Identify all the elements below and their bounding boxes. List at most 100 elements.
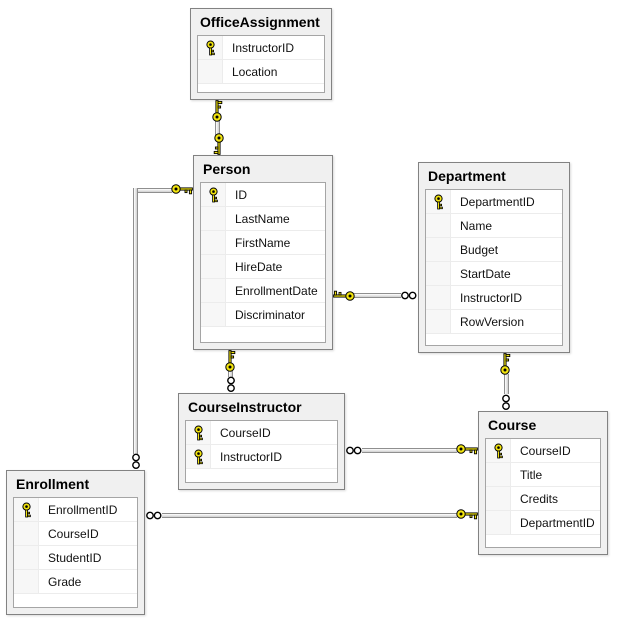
column-name: Name [460,218,493,233]
table-row[interactable]: Name [426,214,562,238]
table-row[interactable]: EnrollmentID [14,498,137,522]
key-cell [201,207,226,230]
table-row[interactable]: CourseID [486,439,600,463]
column-name: DepartmentID [520,515,595,530]
table-row[interactable]: HireDate [201,255,325,279]
table-row[interactable]: Budget [426,238,562,262]
table-title[interactable]: Person [203,161,251,177]
one-end-key-icon [333,289,355,301]
key-cell [426,310,451,333]
table-row[interactable]: CourseID [14,522,137,546]
relation-line[interactable] [354,292,401,298]
empty-row-area [186,469,337,482]
column-name: CourseID [48,526,99,541]
column-name: LastName [235,211,290,226]
key-cell [426,262,451,285]
relation-line[interactable] [133,187,138,454]
column-name: InstructorID [220,449,283,464]
column-name: EnrollmentDate [235,283,318,298]
relation-line[interactable] [362,447,457,453]
table-row[interactable]: StartDate [426,262,562,286]
table-row[interactable]: Location [198,60,324,84]
table-enrollment[interactable]: Enrollment EnrollmentID CourseID StudentID… [6,470,145,615]
table-row[interactable]: InstructorID [426,286,562,310]
key-cell [486,511,511,534]
many-end-infinity-icon [502,393,511,411]
column-name: HireDate [235,259,283,274]
table-row[interactable]: FirstName [201,231,325,255]
key-cell [486,439,511,462]
relation-line[interactable] [133,187,172,193]
table-row[interactable]: ID [201,183,325,207]
relation-line[interactable] [162,512,457,518]
column-name: Credits [520,491,559,506]
column-name: Grade [48,574,82,589]
table-row[interactable]: Discriminator [201,303,325,327]
key-cell [198,36,223,59]
key-cell [201,279,226,302]
key-cell [201,183,226,206]
relation-line[interactable] [228,371,233,377]
table-row[interactable]: CourseID [186,421,337,445]
table-row[interactable]: InstructorID [198,36,324,60]
one-end-key-icon [211,100,224,122]
table-row[interactable]: Grade [14,570,137,594]
table-row[interactable]: EnrollmentDate [201,279,325,303]
table-row[interactable]: StudentID [14,546,137,570]
empty-row-area [426,334,562,345]
table-courseinstructor[interactable]: CourseInstructor CourseID InstructorID [178,393,345,490]
table-title[interactable]: Department [428,168,506,184]
table-row[interactable]: DepartmentID [486,511,600,535]
primary-key-icon [205,40,215,55]
table-title[interactable]: CourseInstructor [188,399,302,415]
key-cell [486,463,511,486]
one-end-key-icon [224,350,237,372]
key-cell [14,522,39,545]
table-row[interactable]: Title [486,463,600,487]
table-title[interactable]: OfficeAssignment [200,14,320,30]
table-row[interactable]: InstructorID [186,445,337,469]
key-cell [486,487,511,510]
key-cell [186,421,211,444]
table-title[interactable]: Enrollment [16,476,90,492]
table-row[interactable]: RowVersion [426,310,562,334]
primary-key-icon [21,502,31,517]
primary-key-icon [193,449,203,464]
table-row[interactable]: Credits [486,487,600,511]
table-officeassignment[interactable]: OfficeAssignment InstructorID Location [190,8,332,100]
many-end-infinity-icon [400,291,418,300]
table-title[interactable]: Course [488,417,537,433]
table-row[interactable]: LastName [201,207,325,231]
many-end-infinity-icon [345,446,363,455]
key-cell [14,546,39,569]
primary-key-icon [193,425,203,440]
key-cell [426,238,451,261]
table-grid: InstructorID Location [197,35,325,93]
key-cell [14,570,39,593]
column-name: RowVersion [460,314,525,329]
one-end-key-icon [500,353,512,375]
relation-line[interactable] [503,374,509,394]
many-end-infinity-icon [226,375,235,393]
column-name: InstructorID [460,290,523,305]
relation-line[interactable] [215,119,220,135]
many-end-infinity-icon [145,511,163,520]
primary-key-icon [493,443,503,458]
key-cell [426,286,451,309]
key-cell [198,60,223,83]
column-name: Location [232,64,278,79]
key-cell [426,214,451,237]
column-name: StartDate [460,266,511,281]
column-name: FirstName [235,235,291,250]
key-cell [201,231,226,254]
primary-key-icon [208,187,218,202]
many-end-infinity-icon [131,452,140,470]
table-row[interactable]: DepartmentID [426,190,562,214]
one-end-key-icon [456,444,478,456]
